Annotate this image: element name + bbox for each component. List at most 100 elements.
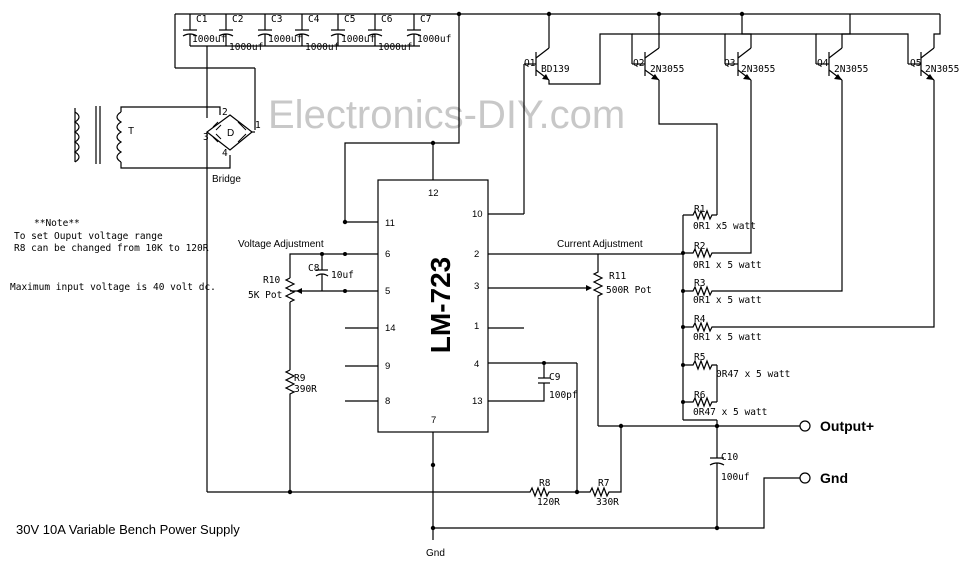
svg-text:2N3055: 2N3055 <box>834 64 868 75</box>
cap-c6: C6 1000uf <box>367 14 412 53</box>
svg-text:100pf: 100pf <box>549 390 578 401</box>
svg-text:500R Pot: 500R Pot <box>606 285 652 296</box>
transistor-q3: Q3 2N3055 <box>717 14 817 254</box>
svg-text:C9: C9 <box>549 372 561 383</box>
svg-text:Q5: Q5 <box>910 58 921 69</box>
note-line1: To set Ouput voltage range <box>14 231 163 242</box>
cap-c6-ref: C6 <box>381 14 393 25</box>
transistor-q1: Q1 BD139 <box>523 14 633 214</box>
voltage-adjustment: Voltage Adjustment R10 5K Pot R9 390R C8… <box>238 239 354 495</box>
svg-text:C10: C10 <box>721 452 738 463</box>
ic-name: LM-723 <box>425 257 456 353</box>
svg-text:8: 8 <box>385 396 390 407</box>
svg-text:0R1 x 5 watt: 0R1 x 5 watt <box>693 295 762 306</box>
cap-c1: C1 1000uf <box>182 14 226 46</box>
cap-c1-ref: C1 <box>196 14 208 25</box>
svg-text:2: 2 <box>222 107 228 118</box>
cap-c3: C3 1000uf <box>257 14 302 46</box>
compensation-and-feedback: C9 100pf R8 120R R7 330R <box>207 361 622 508</box>
svg-text:1: 1 <box>255 120 261 131</box>
cap-c7-ref: C7 <box>420 14 431 25</box>
svg-text:5: 5 <box>385 286 390 297</box>
cap-c6-value: 1000uf <box>378 42 412 53</box>
svg-text:14: 14 <box>385 323 396 334</box>
svg-text:1: 1 <box>474 321 479 332</box>
transistor-q4: Q4 2N3055 <box>717 14 909 292</box>
cap-c2: C2 1000uf <box>218 14 263 53</box>
cap-c4: C4 1000uf <box>294 14 339 53</box>
svg-text:2N3055: 2N3055 <box>741 64 775 75</box>
transistor-q2: Q2 2N3055 <box>631 14 726 215</box>
svg-text:R10: R10 <box>263 275 280 286</box>
svg-text:0R1 x5 watt: 0R1 x5 watt <box>693 221 756 232</box>
svg-text:R1: R1 <box>694 204 706 215</box>
svg-text:R6: R6 <box>694 390 706 401</box>
svg-text:330R: 330R <box>596 497 619 508</box>
output-plus-label: Output+ <box>820 418 874 434</box>
cap-c5-value: 1000uf <box>341 34 375 45</box>
svg-text:2: 2 <box>474 249 479 260</box>
svg-text:C8: C8 <box>308 263 320 274</box>
note-line3: Maximum input voltage is 40 volt dc. <box>10 282 216 293</box>
svg-text:390R: 390R <box>294 384 317 395</box>
current-adjustment: Current Adjustment R11 500R Pot <box>524 239 683 426</box>
output-line: Output+ <box>598 418 874 458</box>
svg-text:11: 11 <box>385 218 395 229</box>
bridge-d-label: D <box>227 128 234 139</box>
svg-text:9: 9 <box>385 361 390 372</box>
gnd-bottom-label: Gnd <box>426 548 445 559</box>
note-heading: **Note** <box>34 218 80 229</box>
cap-c4-ref: C4 <box>308 14 320 25</box>
transformer: T <box>73 106 231 169</box>
cap-c4-value: 1000uf <box>305 42 339 53</box>
watermark: Electronics-DIY.com <box>268 93 625 137</box>
gnd-terminal[interactable] <box>799 472 811 484</box>
cap-c5-ref: C5 <box>344 14 355 25</box>
cap-c7-value: 1000uf <box>417 34 451 45</box>
emitter-resistors: R1 0R1 x5 watt R2 0R1 x 5 watt R3 0R1 x … <box>681 204 790 421</box>
gnd-label: Gnd <box>820 470 848 486</box>
current-adjustment-label: Current Adjustment <box>557 239 643 250</box>
lm723-ic: LM-723 12 11 10 6 2 5 3 14 1 9 4 8 13 7 <box>290 143 577 540</box>
svg-text:4: 4 <box>222 148 228 159</box>
cap-c3-ref: C3 <box>271 14 282 25</box>
svg-text:2N3055: 2N3055 <box>925 64 959 75</box>
svg-text:10uf: 10uf <box>331 270 354 281</box>
svg-text:13: 13 <box>472 396 483 407</box>
svg-text:12: 12 <box>428 188 439 199</box>
svg-text:0R1 x 5 watt: 0R1 x 5 watt <box>693 260 762 271</box>
svg-text:Q2: Q2 <box>633 58 644 69</box>
svg-text:0R47 x 5 watt: 0R47 x 5 watt <box>693 407 767 418</box>
cap-c5: C5 1000uf <box>330 14 375 46</box>
cap-c2-ref: C2 <box>232 14 243 25</box>
svg-text:R2: R2 <box>694 241 705 252</box>
svg-text:R7: R7 <box>598 478 609 489</box>
ic-supply-wiring <box>342 14 460 225</box>
svg-text:6: 6 <box>385 249 390 260</box>
output-plus-terminal[interactable] <box>799 420 811 432</box>
bridge-label: Bridge <box>212 174 241 185</box>
svg-text:R9: R9 <box>294 373 306 384</box>
svg-text:R5: R5 <box>694 352 705 363</box>
cap-c7: C7 1000uf <box>406 14 451 46</box>
svg-text:Q1: Q1 <box>524 58 536 69</box>
svg-text:BD139: BD139 <box>541 64 570 75</box>
svg-text:2N3055: 2N3055 <box>650 64 684 75</box>
svg-text:4: 4 <box>474 359 479 370</box>
svg-text:0R1 x 5 watt: 0R1 x 5 watt <box>693 332 762 343</box>
transistor-q5: Q5 2N3055 <box>717 14 959 328</box>
svg-text:0R47 x 5 watt: 0R47 x 5 watt <box>716 369 790 380</box>
svg-text:R4: R4 <box>694 314 706 325</box>
cap-c3-value: 1000uf <box>268 34 302 45</box>
svg-text:R11: R11 <box>609 271 626 282</box>
bridge-rectifier: D 2 1 4 3 Bridge <box>203 107 261 492</box>
svg-text:3: 3 <box>203 132 209 143</box>
notes: **Note** To set Ouput voltage range R8 c… <box>10 218 216 293</box>
svg-text:R8: R8 <box>539 478 551 489</box>
diagram-title: 30V 10A Variable Bench Power Supply <box>16 522 240 537</box>
cap-c1-value: 1000uf <box>192 34 226 45</box>
note-line2: R8 can be changed from 10K to 120R <box>14 243 209 254</box>
voltage-adjustment-label: Voltage Adjustment <box>238 239 324 250</box>
svg-text:3: 3 <box>474 281 479 292</box>
